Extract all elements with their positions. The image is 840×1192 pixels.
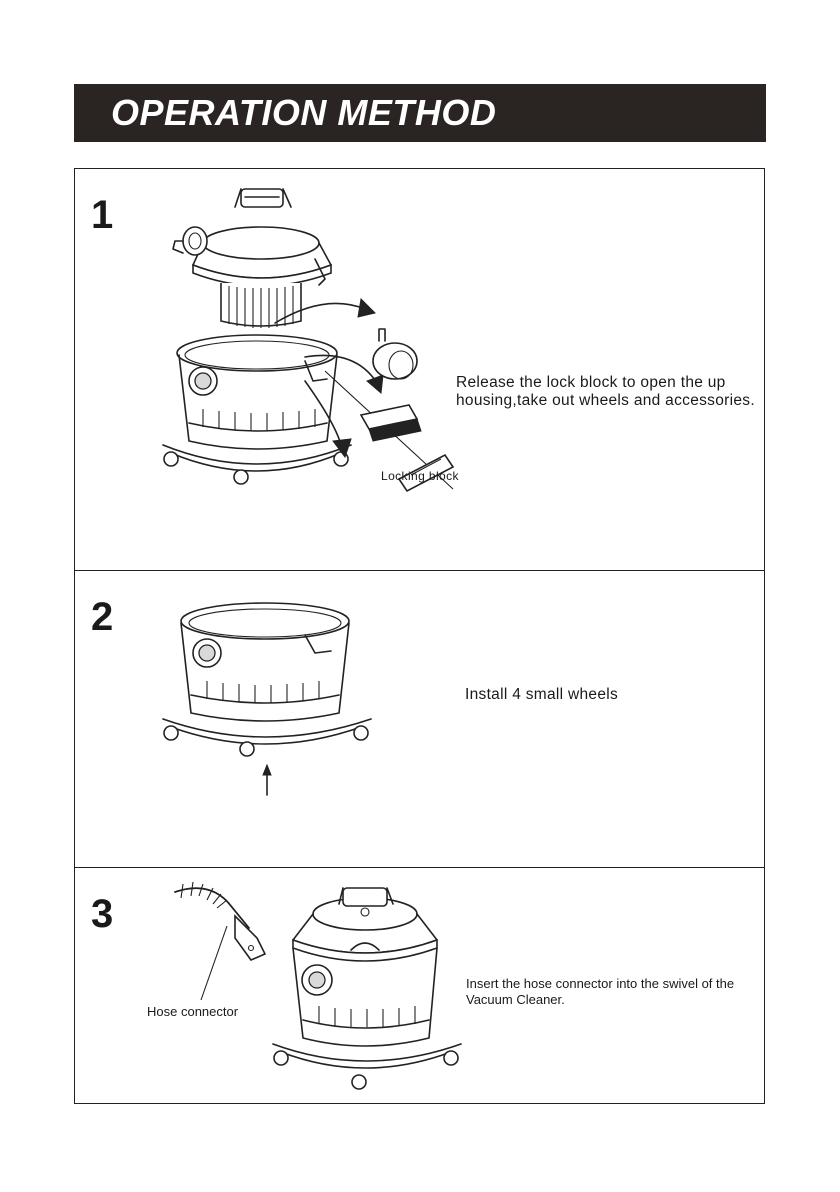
step-3: 3: [75, 867, 764, 1103]
step-number: 3: [91, 892, 113, 937]
vacuum-disassembly-illustration: [155, 183, 555, 523]
section-title: OPERATION METHOD: [111, 90, 496, 136]
step-description: Release the lock block to open the up ho…: [456, 374, 756, 410]
assembled-vacuum-illustration: [265, 880, 475, 1100]
hose-connector-label: Hose connector: [147, 1004, 238, 1019]
section-header: OPERATION METHOD: [74, 84, 766, 142]
step-number: 2: [91, 595, 113, 640]
step-description: Install 4 small wheels: [465, 686, 745, 704]
locking-block-label: Locking block: [381, 469, 459, 483]
step-2: 2 Install 4 small wheels: [75, 570, 764, 867]
bucket-with-wheels-illustration: [155, 595, 395, 815]
step-description: Insert the hose connector into the swive…: [466, 976, 746, 1008]
step-1: 1: [75, 169, 764, 570]
step-number: 1: [91, 193, 113, 238]
instructions-frame: 1: [74, 168, 765, 1104]
